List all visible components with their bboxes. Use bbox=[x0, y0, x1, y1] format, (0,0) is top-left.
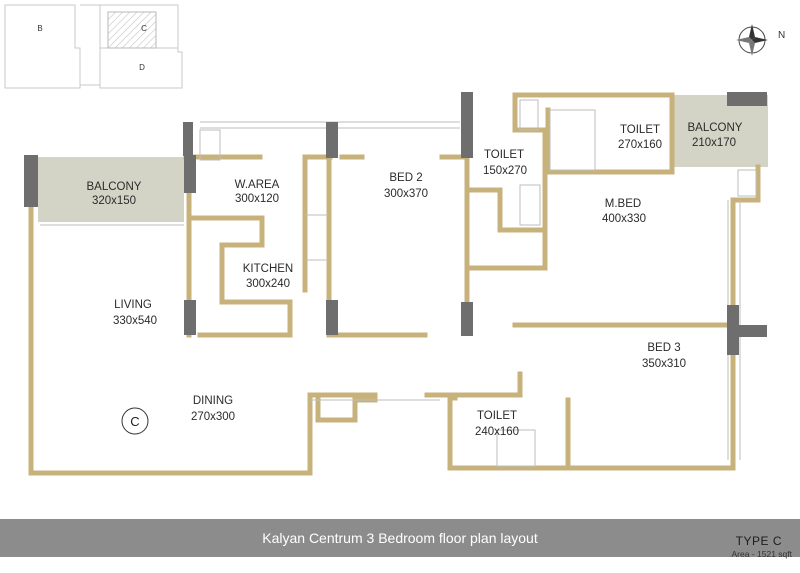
balcony-left-area bbox=[38, 157, 184, 222]
toilet-master-size: 270x160 bbox=[618, 139, 662, 151]
unit-type-title: TYPE C bbox=[735, 534, 782, 548]
dining-name: DINING bbox=[193, 395, 233, 407]
caption-text: Kalyan Centrum 3 Bedroom floor plan layo… bbox=[262, 530, 538, 546]
dining-size: 270x300 bbox=[191, 411, 235, 423]
balcony-right-area bbox=[672, 95, 768, 167]
caption-bar: Kalyan Centrum 3 Bedroom floor plan layo… bbox=[0, 519, 800, 557]
bed3-name: BED 3 bbox=[647, 342, 680, 354]
w-area-size: 300x120 bbox=[235, 193, 279, 205]
unit-marker-circle bbox=[121, 407, 149, 435]
balcony-right-name: BALCONY bbox=[688, 122, 743, 134]
compass-north-label: N bbox=[778, 30, 785, 41]
bed2-size: 300x370 bbox=[384, 188, 428, 200]
balcony-right-size: 210x170 bbox=[692, 137, 736, 149]
toilet-bottom-size: 240x160 bbox=[475, 426, 519, 438]
bed2-name: BED 2 bbox=[389, 172, 422, 184]
toilet-master-name: TOILET bbox=[620, 124, 660, 136]
toilet-center-size: 150x270 bbox=[483, 165, 527, 177]
toilet-bottom-name: TOILET bbox=[477, 410, 517, 422]
toilet-center-name: TOILET bbox=[484, 149, 524, 161]
key-plan-unit-b: B bbox=[37, 24, 42, 33]
kitchen-name: KITCHEN bbox=[243, 263, 293, 275]
compass-icon bbox=[736, 24, 768, 56]
bed3-size: 350x310 bbox=[642, 358, 686, 370]
living-name: LIVING bbox=[114, 299, 152, 311]
living-size: 330x540 bbox=[113, 315, 157, 327]
key-plan bbox=[4, 4, 183, 89]
mbed-name: M.BED bbox=[605, 198, 641, 210]
key-plan-unit-d: D bbox=[139, 63, 145, 72]
key-plan-unit-c: C bbox=[141, 24, 147, 33]
kitchen-size: 300x240 bbox=[246, 278, 290, 290]
balcony-left-name: BALCONY bbox=[87, 181, 142, 193]
mbed-size: 400x330 bbox=[602, 213, 646, 225]
unit-marker-label: C bbox=[130, 414, 139, 429]
w-area-name: W.AREA bbox=[235, 179, 280, 191]
thin-partitions bbox=[40, 99, 757, 467]
balcony-left-size: 320x150 bbox=[92, 195, 136, 207]
columns bbox=[24, 92, 767, 355]
unit-area: Area - 1521 sqft bbox=[731, 549, 792, 559]
